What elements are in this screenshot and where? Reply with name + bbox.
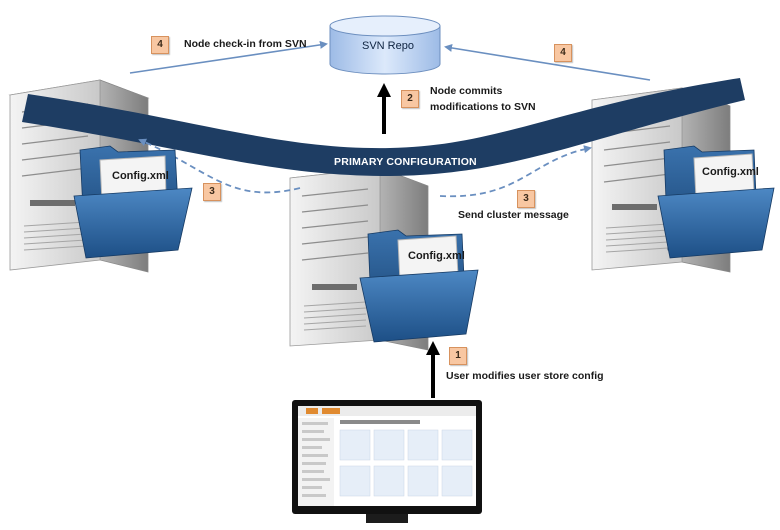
arrow-checkin-right [444, 44, 651, 81]
step-3-left-badge: 3 [203, 183, 221, 201]
step-4-right-badge: 4 [554, 44, 572, 62]
svn-repo-cylinder [329, 15, 441, 75]
folder-right [657, 145, 775, 259]
folder-center [359, 229, 479, 343]
user-monitor [292, 400, 482, 523]
step-2-label-line2: modifications to SVN [430, 101, 536, 113]
step-3-right-label: Send cluster message [458, 209, 569, 221]
step-3-right-badge: 3 [517, 190, 535, 208]
svn-repo-label: SVN Repo [362, 40, 414, 52]
arrow-checkin-left [129, 40, 328, 74]
step-4-left-badge: 4 [151, 36, 169, 54]
arrow-cluster-left [138, 138, 301, 194]
config-file-right-label: Config.xml [702, 166, 759, 178]
config-file-center-label: Config.xml [408, 250, 465, 262]
step-2-label-line1: Node commits [430, 85, 503, 97]
step-1-badge: 1 [449, 347, 467, 365]
step-2-badge: 2 [401, 90, 419, 108]
step-1-label: User modifies user store config [446, 370, 604, 382]
config-file-left-label: Config.xml [112, 170, 169, 182]
folder-left [73, 145, 193, 259]
primary-configuration-label: PRIMARY CONFIGURATION [334, 156, 477, 168]
step-4-left-label: Node check-in from SVN [184, 38, 307, 50]
primary-configuration-band [22, 78, 745, 176]
arrow-cluster-right [439, 145, 592, 198]
